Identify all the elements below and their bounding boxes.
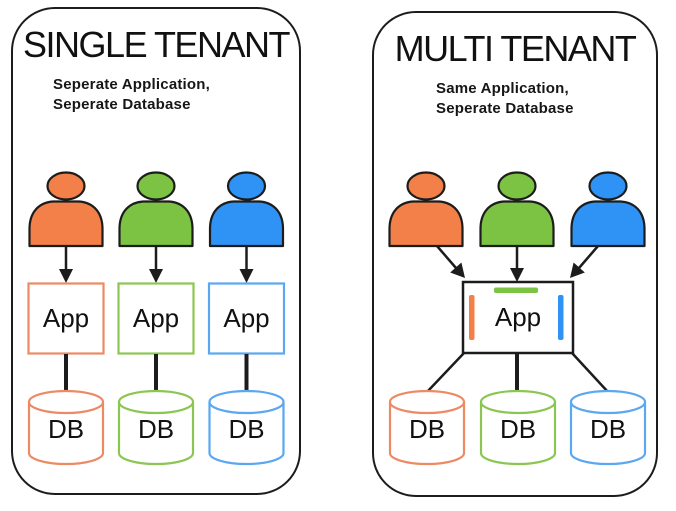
db-label: DB: [408, 414, 444, 444]
down-arrow-icon: [239, 245, 253, 283]
db-label: DB: [589, 414, 625, 444]
subtitle-line-1: Same Application,: [436, 80, 569, 97]
orange-user-icon: [387, 170, 464, 247]
blue-user-icon: [208, 170, 284, 247]
subtitle-line-1: Seperate Application,: [53, 76, 211, 93]
tenant-stripe-green: [493, 287, 538, 293]
db-label: DB: [228, 414, 264, 444]
diagonal-arrow-icon: [569, 244, 599, 278]
down-arrow-icon: [509, 245, 524, 282]
diagonal-arrow-icon: [435, 244, 465, 278]
tenant-stripe-blue: [557, 294, 563, 340]
green-user-icon: [117, 170, 194, 247]
single-tenant-panel: SINGLE TENANT Seperate Application, Sepe…: [11, 7, 301, 495]
app-label: App: [42, 303, 88, 333]
shared-app-box: [461, 280, 574, 354]
green-user-icon: [478, 170, 555, 247]
app-box-blue: [207, 281, 285, 355]
orange-user-icon: [27, 170, 104, 247]
db-label: DB: [499, 414, 535, 444]
subtitle-line-2: Seperate Database: [436, 100, 574, 118]
multi-tenant-subtitle: Same Application, Seperate Database: [436, 79, 656, 120]
app-box-green: [116, 281, 195, 355]
single-tenant-subtitle: Seperate Application, Seperate Database: [53, 75, 299, 116]
db-label: DB: [137, 414, 173, 444]
app-box-orange: [26, 281, 105, 355]
app-label: App: [132, 303, 178, 333]
subtitle-line-2: Seperate Database: [53, 96, 191, 114]
tenant-stripe-orange: [468, 294, 474, 340]
db-label: DB: [47, 414, 83, 444]
blue-user-icon: [569, 170, 646, 247]
single-tenant-diagram: App App App DB DB DB: [26, 170, 285, 465]
multi-tenant-title: MULTI TENANT: [394, 28, 637, 69]
connector-line: [570, 351, 609, 393]
multi-tenant-panel: MULTI TENANT Same Application, Seperate …: [372, 11, 658, 497]
down-arrow-icon: [148, 245, 163, 283]
single-tenant-title: SINGLE TENANT: [23, 24, 290, 65]
multi-tenant-diagram: App DB DB DB: [387, 170, 646, 465]
connector-line: [425, 351, 465, 393]
app-label: App: [223, 303, 269, 333]
down-arrow-icon: [58, 245, 73, 283]
app-label: App: [494, 302, 540, 332]
